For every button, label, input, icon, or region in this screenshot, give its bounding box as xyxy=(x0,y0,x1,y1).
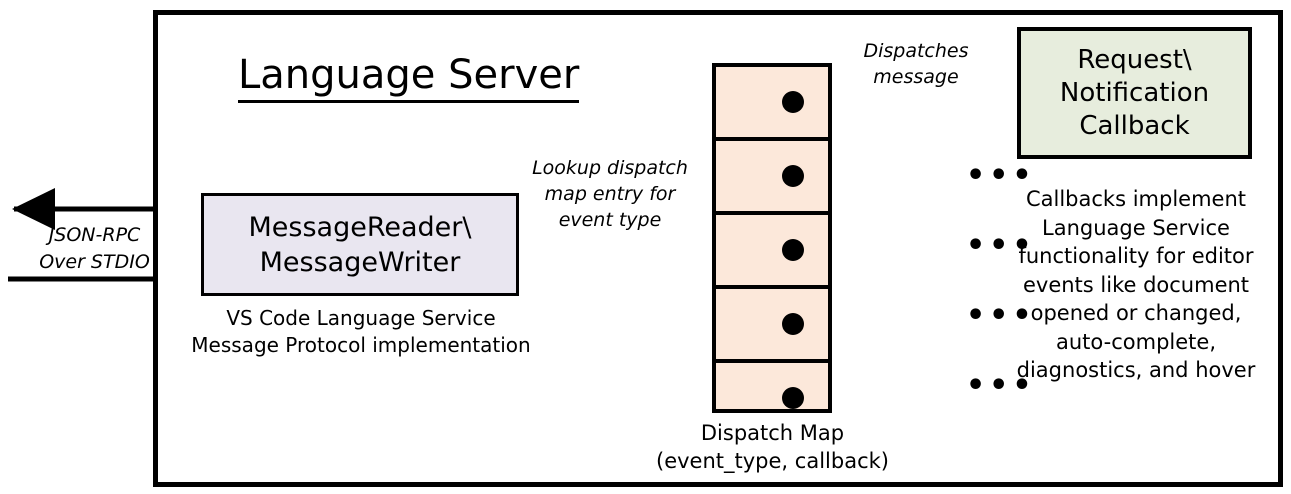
callback-line-2: Notification xyxy=(1059,77,1210,108)
dispatch-map-row[interactable] xyxy=(716,141,828,215)
dispatches-label-line-2: message xyxy=(873,66,959,88)
message-reader-writer-caption: VS Code Language Service Message Protoco… xyxy=(185,305,537,359)
callback-caption-line: events like document xyxy=(1022,272,1250,297)
dispatch-map-table[interactable] xyxy=(712,63,832,413)
lookup-label-line-3: event type xyxy=(558,209,662,231)
jsonrpc-label-line-1: JSON-RPC xyxy=(48,224,141,246)
ellipsis-row-4: ••• xyxy=(966,298,1036,333)
dispatch-map-row[interactable] xyxy=(716,363,828,433)
callback-caption-line: auto-complete, xyxy=(1056,329,1216,354)
message-reader-writer-line-2: MessageWriter xyxy=(259,246,461,278)
dispatch-map-row[interactable] xyxy=(716,67,828,141)
jsonrpc-label-line-2: Over STDIO xyxy=(39,251,150,273)
dispatch-map-caption: Dispatch Map (event_type, callback) xyxy=(640,419,905,475)
ellipsis-row-5: ••• xyxy=(966,368,1036,403)
dispatch-entry-dot-icon xyxy=(782,165,804,187)
page-title: Language Server xyxy=(238,52,580,103)
message-reader-writer-caption-line-2: Message Protocol implementation xyxy=(191,333,531,357)
page-title-text: Language Server xyxy=(238,52,580,103)
dispatches-label-line-1: Dispatches xyxy=(863,40,969,62)
callback-caption-line: opened or changed, xyxy=(1030,301,1242,325)
jsonrpc-transport-label: JSON-RPC Over STDIO xyxy=(22,222,167,276)
callback-caption: Callbacks implement Language Service fun… xyxy=(1008,185,1264,385)
dispatch-entry-dot-icon xyxy=(782,91,804,113)
callback-caption-line: Language Service xyxy=(1042,215,1230,240)
message-reader-writer-box[interactable]: MessageReader\ MessageWriter xyxy=(201,193,519,296)
message-reader-writer-label: MessageReader\ MessageWriter xyxy=(249,210,472,280)
dispatches-message-label: Dispatches message xyxy=(836,38,996,90)
message-reader-writer-line-1: MessageReader\ xyxy=(248,211,472,243)
dispatch-entry-dot-icon xyxy=(782,313,804,335)
callback-caption-line: Callbacks implement xyxy=(1025,187,1247,211)
lookup-dispatch-label: Lookup dispatch map entry for event type xyxy=(520,155,700,233)
callback-box-label: Request\ Notification Callback xyxy=(1060,44,1209,143)
dispatch-map-caption-line-2: (event_type, callback) xyxy=(656,449,889,473)
request-notification-callback-box[interactable]: Request\ Notification Callback xyxy=(1017,27,1252,159)
callback-caption-line: diagnostics, and hover xyxy=(1016,358,1256,382)
dispatch-entry-dot-icon xyxy=(782,239,804,261)
dispatch-map-caption-line-1: Dispatch Map xyxy=(700,421,845,445)
lookup-label-line-2: map entry for xyxy=(544,183,676,205)
lookup-label-line-1: Lookup dispatch xyxy=(532,157,688,179)
dispatch-entry-dot-icon xyxy=(782,387,804,409)
ellipsis-row-3: ••• xyxy=(966,228,1036,263)
callback-line-3: Callback xyxy=(1079,110,1190,141)
dispatch-map-row[interactable] xyxy=(716,289,828,363)
message-reader-writer-caption-line-1: VS Code Language Service xyxy=(226,306,496,330)
ellipsis-row-2: ••• xyxy=(966,158,1036,193)
dispatch-map-row[interactable] xyxy=(716,215,828,289)
callback-line-1: Request\ xyxy=(1077,44,1192,75)
callback-caption-line: functionality for editor xyxy=(1018,244,1254,268)
